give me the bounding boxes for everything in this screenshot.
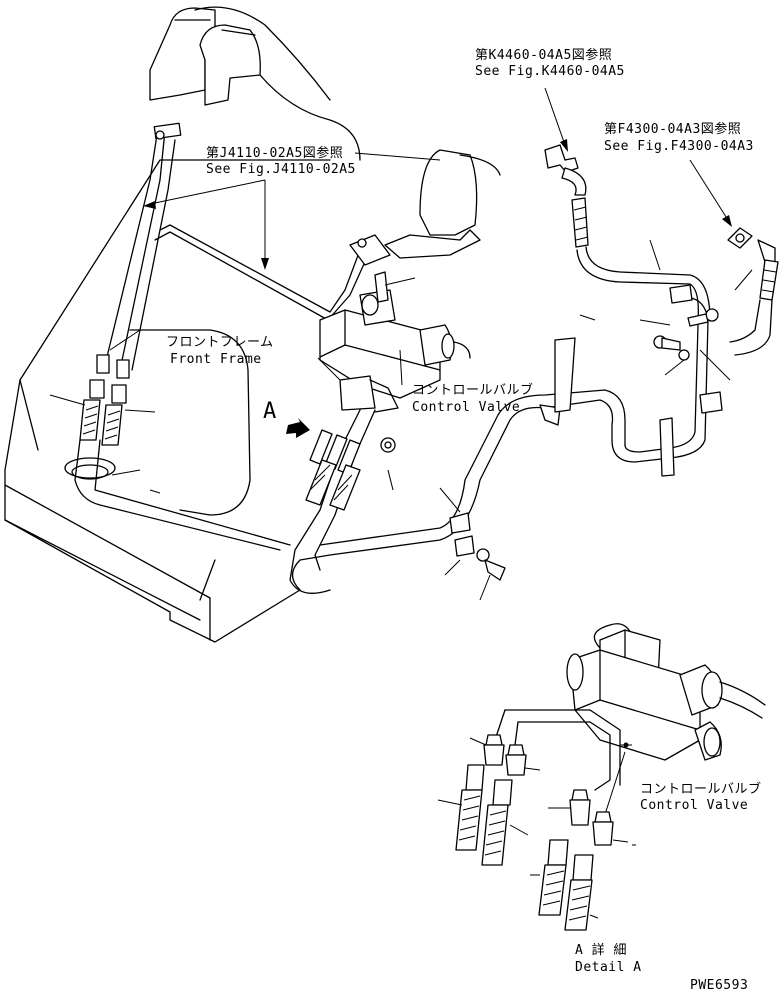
left-hoses — [49, 122, 291, 551]
view-a-marker: A — [263, 399, 277, 424]
ref-k4460-jp: 第K4460-04A5図参照 — [475, 48, 613, 63]
detail-a-title-en: Detail A — [575, 960, 642, 975]
upper-pipe — [154, 149, 501, 321]
detail-a-valve — [566, 623, 766, 831]
ref-k4460-en: See Fig.K4460-04A5 — [475, 64, 625, 79]
control-valve-main — [319, 271, 471, 413]
ref-j4110-leader — [143, 152, 441, 270]
right-piping — [544, 144, 779, 381]
ref-j4110-en: See Fig.J4110-02A5 — [206, 162, 356, 177]
view-a-arrow — [286, 418, 310, 438]
middle-hoses — [289, 357, 396, 594]
detail-a-title-jp: A 詳 細 — [575, 943, 627, 958]
control-valve-label-en: Control Valve — [412, 400, 521, 415]
ref-leaders-right — [544, 87, 732, 227]
detail-control-valve-label-en: Control Valve — [640, 798, 749, 813]
front-frame-label-en: Front Frame — [170, 352, 262, 367]
ref-j4110-jp: 第J4110-02A5図参照 — [206, 146, 344, 161]
detail-control-valve-label-jp: コントロールバルブ — [640, 782, 762, 797]
detail-a-fittings — [437, 709, 636, 931]
front-frame — [4, 159, 331, 643]
ref-f4300-en: See Fig.F4300-04A3 — [604, 139, 754, 154]
ref-f4300-jp: 第F4300-04A3図参照 — [604, 122, 742, 137]
drawing-number: PWE6593 — [690, 978, 749, 993]
top-bracket — [149, 6, 361, 161]
front-frame-label-jp: フロントフレーム — [166, 335, 274, 350]
control-valve-label-jp: コントロールバルブ — [412, 383, 534, 398]
loop-pipe — [291, 297, 723, 601]
